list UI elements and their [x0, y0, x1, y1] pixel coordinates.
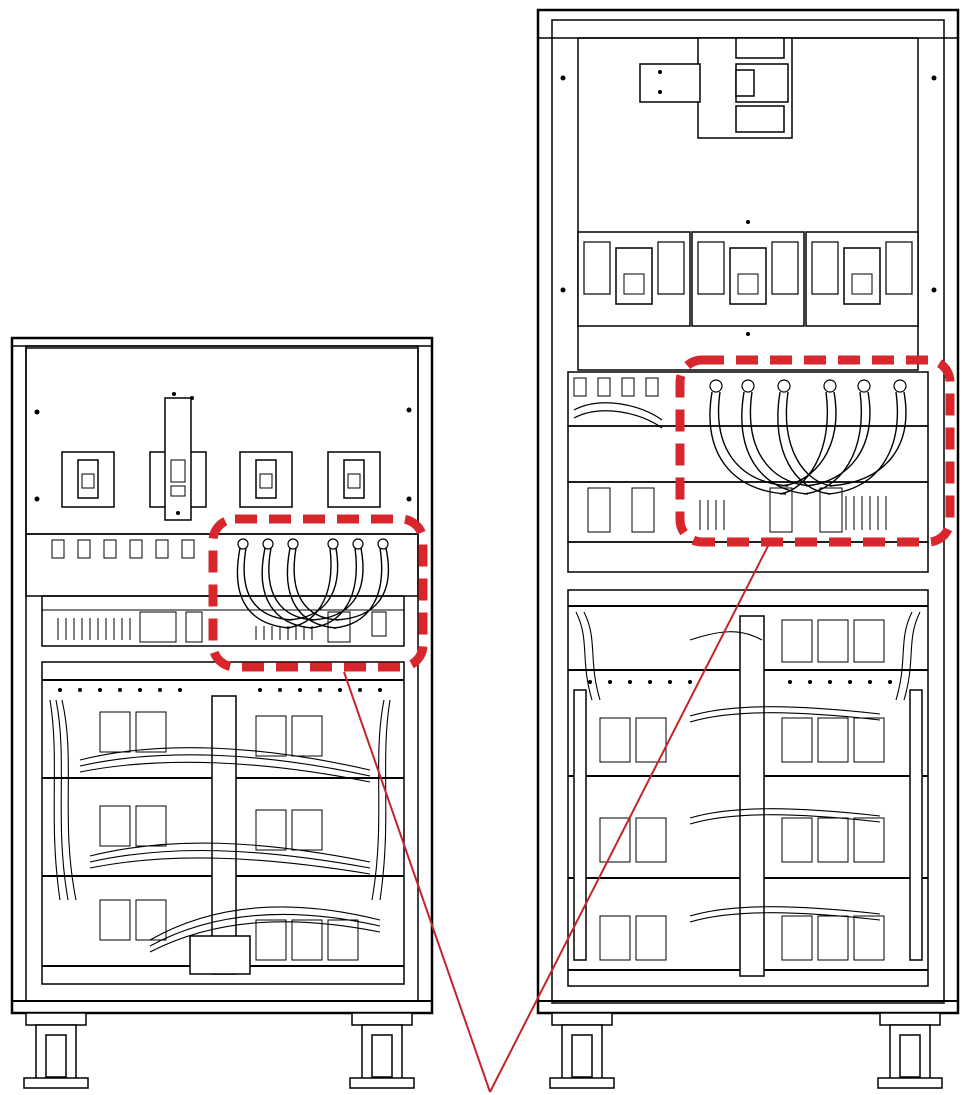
left-terminal-block [25, 533, 419, 647]
leader-line-left [343, 671, 491, 1093]
right-breaker-2 [691, 231, 805, 327]
right-caster-2 [877, 1012, 943, 1089]
right-highlight-box [675, 355, 955, 547]
left-looped-cables [236, 547, 390, 629]
left-highlight-box [208, 514, 428, 672]
right-main-isolator [639, 37, 793, 139]
right-battery-racks [567, 589, 929, 987]
left-cable-lugs [237, 538, 389, 550]
left-battery-racks [41, 661, 405, 985]
leader-line-right [489, 545, 769, 1093]
right-terminal-block [567, 371, 929, 573]
left-caster-1 [23, 1012, 89, 1089]
left-cabinet [10, 336, 434, 1089]
left-breaker-1 [61, 451, 115, 508]
left-breaker-3 [327, 451, 381, 508]
right-cabinet [536, 8, 960, 1089]
left-cabinet-base [11, 1000, 433, 1014]
left-caster-2 [349, 1012, 415, 1089]
right-breaker-1 [577, 231, 691, 327]
right-breaker-3 [805, 231, 919, 327]
left-breaker-isolator [149, 392, 207, 521]
left-breaker-2 [239, 451, 293, 508]
right-looped-cables [709, 391, 907, 495]
right-caster-1 [549, 1012, 615, 1089]
right-cabinet-base [537, 1000, 959, 1014]
right-cable-lugs [709, 379, 907, 393]
